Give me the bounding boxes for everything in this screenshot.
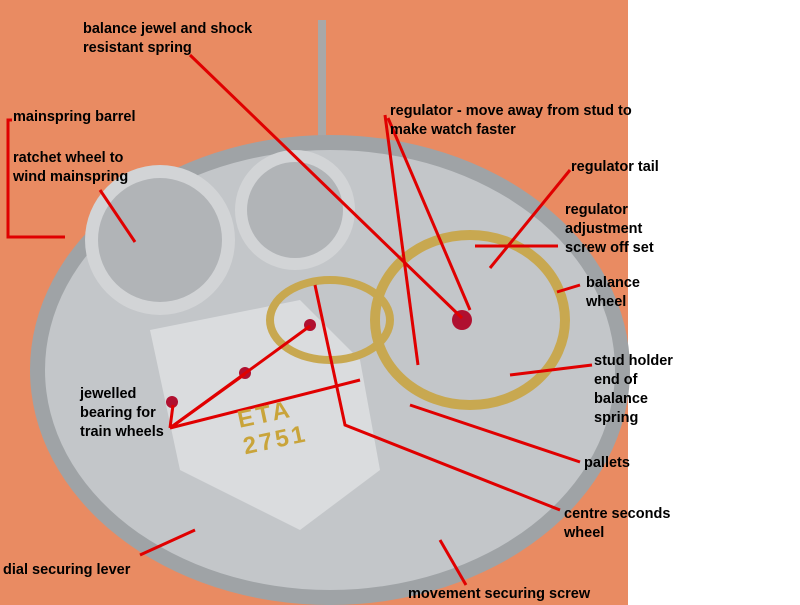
label-regulator-tail: regulator tail [571, 159, 659, 175]
label-movement-securing-screw: movement securing screw [408, 586, 591, 602]
label-balance-wheel: balance wheel [586, 275, 640, 310]
label-centre-seconds-wheel: centre seconds wheel [564, 506, 671, 541]
label-jewelled-bearing: jewelled bearing for train wheels [80, 386, 164, 440]
winding-stem [318, 20, 326, 170]
balance-wheel [370, 230, 570, 410]
label-mainspring-barrel: mainspring barrel [13, 109, 136, 125]
label-pallets: pallets [584, 455, 630, 471]
label-dial-securing-lever: dial securing lever [3, 562, 131, 578]
label-ratchet-wheel: ratchet wheel to wind mainspring [13, 150, 129, 185]
label-regulator: regulator - move away from stud to make … [390, 103, 632, 138]
label-stud-holder: stud holder end of balance spring [594, 353, 673, 426]
label-regulator-adjustment: regulator adjustment screw off set [565, 202, 654, 256]
leader-lines [6, 53, 593, 586]
label-balance-jewel: balance jewel and shock resistant spring [83, 21, 253, 56]
